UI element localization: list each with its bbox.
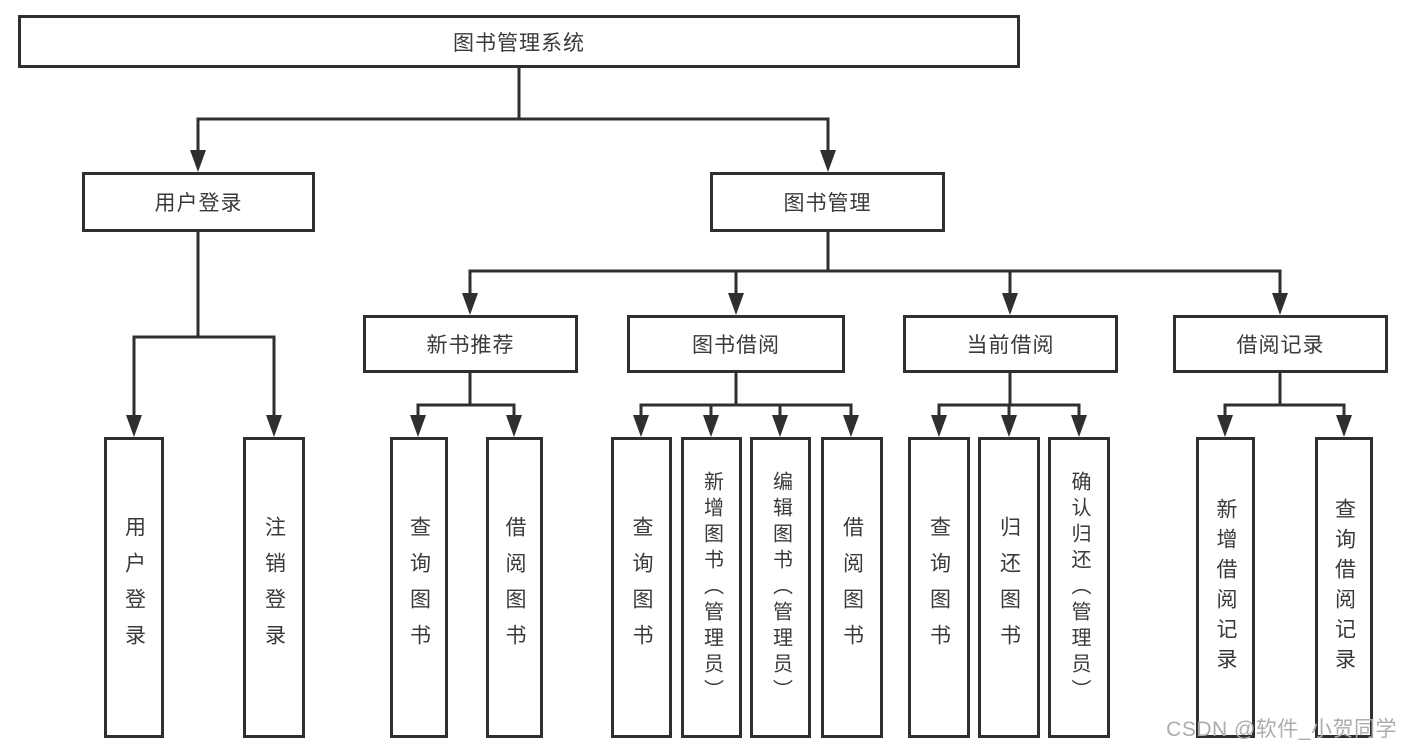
leaf-label: 查询图书 [407,515,431,660]
arrowheads [126,150,1352,437]
node-borrow-record: 借阅记录 [1173,315,1388,373]
leaf-borrow-edit-book: 编辑图书（管理员） [750,437,811,738]
leaf-current-return-book: 归还图书 [978,437,1040,738]
leaf-borrow-borrow-book: 借阅图书 [821,437,883,738]
leaf-label: 归还图书 [997,515,1021,660]
node-current-borrow: 当前借阅 [903,315,1118,373]
leaf-current-confirm-return: 确认归还（管理员） [1048,437,1110,738]
leaf-borrow-add-book: 新增图书（管理员） [681,437,742,738]
leaf-user-login: 用户登录 [104,437,164,738]
leaf-label: 用户登录 [122,515,146,660]
leaf-label: 新增借阅记录 [1214,497,1238,678]
node-new-book-recommend: 新书推荐 [363,315,578,373]
leaf-label: 编辑图书（管理员） [769,470,792,705]
leaf-record-add-record: 新增借阅记录 [1196,437,1255,738]
leaf-recommend-borrow-book: 借阅图书 [486,437,543,738]
leaf-label: 查询图书 [927,515,951,660]
leaf-label: 新增图书（管理员） [700,470,723,705]
node-book-borrow: 图书借阅 [627,315,845,373]
node-book-management-branch: 图书管理 [710,172,945,232]
leaf-record-query-record: 查询借阅记录 [1315,437,1373,738]
leaf-label: 确认归还（管理员） [1068,470,1090,705]
leaf-current-query-book: 查询图书 [908,437,970,738]
watermark: CSDN @软件_小贺同学 [1166,718,1397,741]
leaf-label: 查询图书 [630,515,654,660]
leaf-logout: 注销登录 [243,437,305,738]
leaf-borrow-query-book: 查询图书 [611,437,672,738]
leaf-label: 注销登录 [262,515,286,660]
node-library-system: 图书管理系统 [18,15,1020,68]
leaf-label: 借阅图书 [503,515,527,660]
node-user-login-branch: 用户登录 [82,172,315,232]
leaf-label: 查询借阅记录 [1332,497,1356,678]
leaf-label: 借阅图书 [840,515,864,660]
leaf-recommend-query-book: 查询图书 [390,437,448,738]
